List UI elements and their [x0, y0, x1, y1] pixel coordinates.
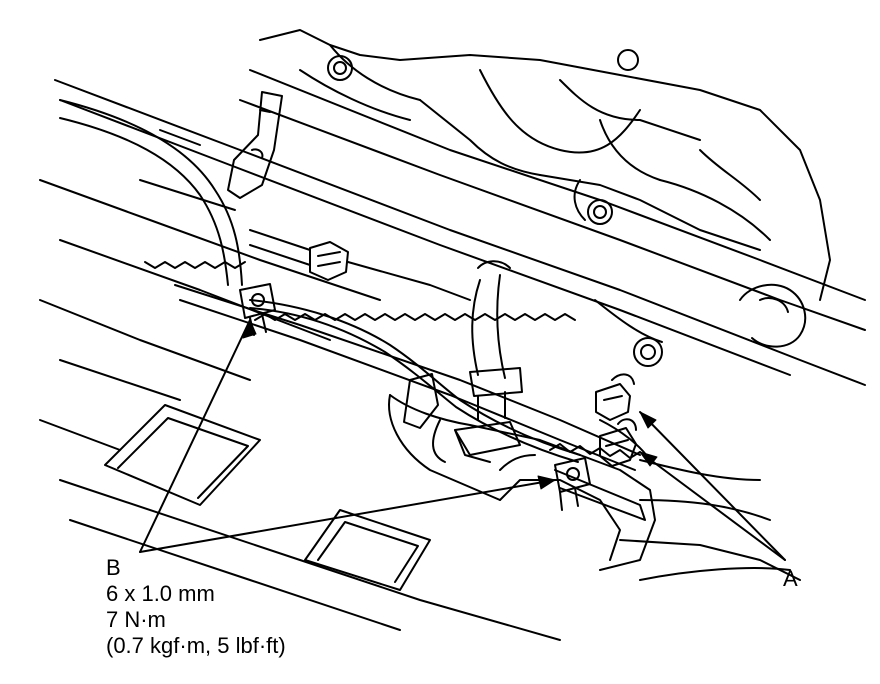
wire-harness: [249, 299, 581, 463]
arrowhead-b-right: [537, 475, 556, 490]
arrowheads: [242, 319, 658, 490]
leader-b-right: [139, 479, 556, 553]
engine-block: [259, 29, 831, 348]
arrowhead-a-lower: [639, 451, 658, 467]
mounting-bracket: [227, 91, 283, 199]
tie-rod-boot: [249, 229, 471, 301]
callout-b-letter: B: [106, 555, 121, 580]
arrowhead-a-upper: [639, 411, 657, 429]
callout-b-torque: 7 N·m: [106, 607, 166, 632]
steering-rack: [144, 261, 646, 521]
callout-b-bolt-size: 6 x 1.0 mm: [106, 581, 215, 606]
leader-a-lower: [639, 451, 786, 561]
rack-housing: [388, 394, 801, 581]
callout-a-letter: A: [783, 566, 798, 591]
callout-a: A: [783, 566, 798, 592]
frame-rails: [39, 69, 866, 641]
center-hose: [454, 260, 523, 456]
leader-b-left: [139, 319, 251, 553]
leader-lines: [139, 319, 786, 561]
clips-a: [595, 373, 637, 467]
callout-b: B 6 x 1.0 mm 7 N·m (0.7 kgf·m, 5 lbf·ft): [106, 555, 406, 659]
bolt-b-right: [554, 457, 591, 511]
upper-pipe: [59, 99, 243, 286]
leader-a-upper: [639, 411, 786, 561]
arrowhead-b-left: [242, 319, 257, 339]
callout-b-torque-alt: (0.7 kgf·m, 5 lbf·ft): [106, 633, 286, 658]
